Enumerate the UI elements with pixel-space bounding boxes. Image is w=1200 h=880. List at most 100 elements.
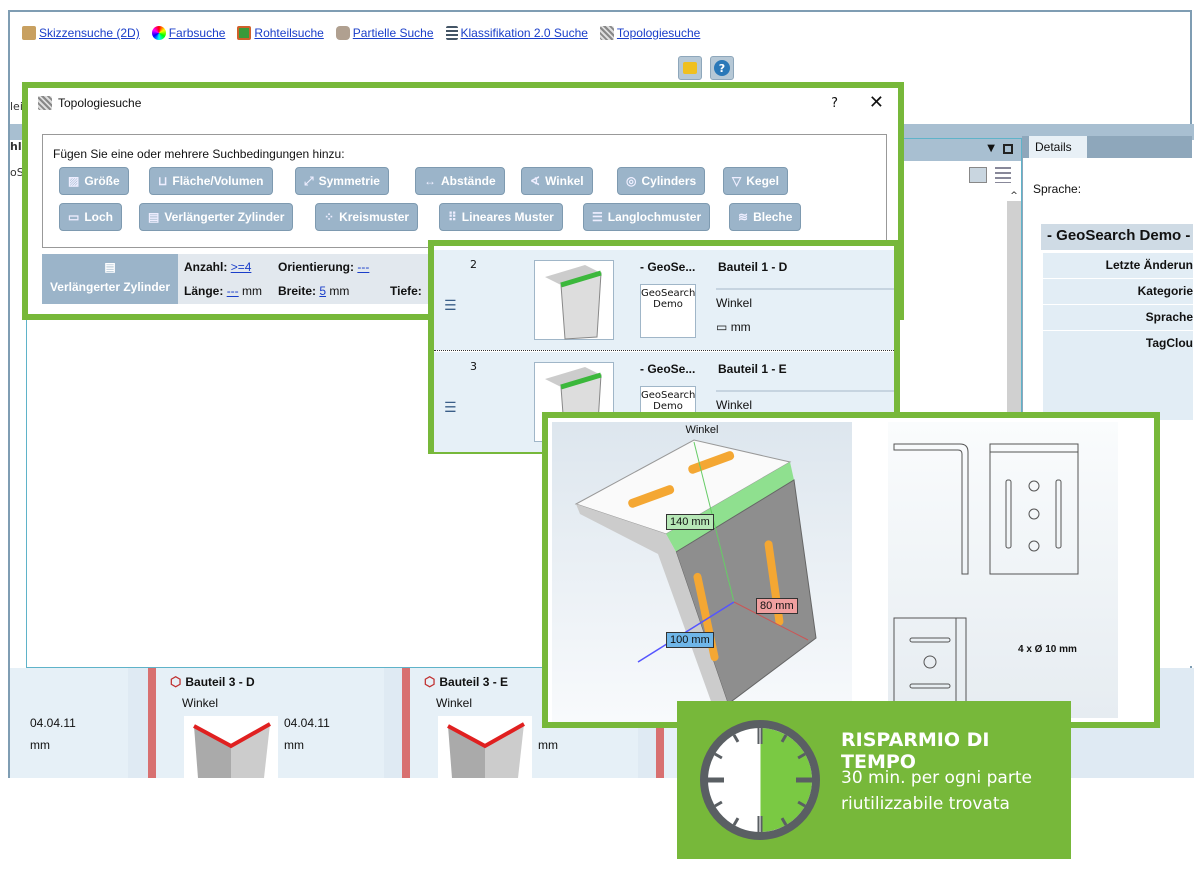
link-sketch-search[interactable]: Skizzensuche (2D) bbox=[22, 26, 140, 40]
width-field: Breite: 5 mm bbox=[278, 284, 350, 298]
result-card[interactable]: ⬡Bauteil 3 - D Winkel 04.04.11 mm bbox=[148, 668, 384, 778]
tab-details[interactable]: Details bbox=[1029, 136, 1087, 158]
btn-hole[interactable]: ▭Loch bbox=[59, 203, 123, 231]
sheet-metal-icon: ≋ bbox=[738, 210, 749, 224]
slot-pattern-icon: ☰ bbox=[592, 210, 603, 224]
drag-handle-icon[interactable]: ☰ bbox=[444, 400, 457, 416]
extended-cylinder-icon: ▤ bbox=[148, 210, 160, 224]
count-value[interactable]: >=4 bbox=[230, 260, 252, 274]
grid-view-icon[interactable] bbox=[969, 167, 987, 183]
help-button[interactable]: ? bbox=[710, 56, 734, 80]
folder-search-icon bbox=[683, 62, 697, 74]
btn-sheet-metal[interactable]: ≋Bleche bbox=[729, 203, 802, 231]
link-partial-search[interactable]: Partielle Suche bbox=[335, 26, 434, 40]
link-topology-search[interactable]: Topologiesuche bbox=[599, 26, 700, 40]
circular-pattern-icon: ⁘ bbox=[324, 210, 335, 224]
drawing-views bbox=[893, 443, 1079, 715]
link-color-search[interactable]: Farbsuche bbox=[151, 26, 225, 40]
linear-pattern-icon: ⠿ bbox=[448, 210, 457, 224]
catalog-logo: GeoSearch Demo bbox=[640, 284, 696, 338]
clock-tick bbox=[732, 817, 740, 826]
result-card[interactable]: 04.04.11 mm bbox=[10, 668, 128, 778]
clock-icon bbox=[700, 720, 820, 840]
dialog-title: Topologiesuche bbox=[58, 96, 142, 110]
length-field: Länge: --- mm bbox=[184, 284, 263, 298]
angle-icon: ∢ bbox=[530, 174, 541, 188]
link-raw-part-search[interactable]: Rohteilsuche bbox=[237, 26, 324, 40]
dimension-label-blue: 100 mm bbox=[666, 632, 714, 648]
part-thumbnail bbox=[438, 716, 532, 778]
scroll-up-icon[interactable]: ^ bbox=[1007, 191, 1021, 201]
badge-line-2: riutilizzabile trovata bbox=[841, 794, 1010, 814]
maximize-icon[interactable] bbox=[1003, 144, 1013, 154]
clock-tick bbox=[780, 734, 788, 743]
btn-cylinders[interactable]: ◎Cylinders bbox=[617, 167, 706, 195]
btn-linear-pattern[interactable]: ⠿Lineares Muster bbox=[439, 203, 563, 231]
technical-drawing: 4 x Ø 10 mm bbox=[888, 422, 1118, 718]
3d-model bbox=[574, 439, 817, 705]
badge-title: RISPARMIO DI TEMPO bbox=[841, 729, 990, 773]
depth-field: Tiefe: bbox=[390, 284, 422, 298]
topology-icon bbox=[38, 96, 52, 110]
ruler-icon: ▭ bbox=[716, 320, 728, 334]
left-strip-text: lei bbox=[10, 100, 23, 113]
list-view-icon[interactable] bbox=[995, 167, 1011, 183]
symmetry-icon: ⤢ bbox=[304, 173, 314, 188]
clock-tick bbox=[714, 800, 723, 808]
btn-circular-pattern[interactable]: ⁘Kreismuster bbox=[315, 203, 419, 231]
clock-fill bbox=[760, 728, 812, 832]
clock-tick bbox=[780, 817, 788, 826]
area-volume-icon: ⊔ bbox=[158, 174, 168, 188]
length-value[interactable]: --- bbox=[226, 284, 239, 298]
count-field: Anzahl: >=4 bbox=[184, 260, 252, 274]
part-thumbnail bbox=[534, 260, 614, 340]
drag-handle-icon[interactable]: ☰ bbox=[444, 298, 457, 314]
part-preview-callout: Winkel 140 mm 80 mm 100 mm bbox=[542, 412, 1160, 728]
dialog-help-button[interactable]: ? bbox=[831, 96, 838, 111]
btn-symmetry[interactable]: ⤢Symmetrie bbox=[295, 167, 389, 195]
size-icon: ▨ bbox=[68, 174, 80, 188]
dropdown-icon[interactable]: ▼ bbox=[987, 143, 995, 154]
link-classification-search[interactable]: Klassifikation 2.0 Suche bbox=[445, 26, 588, 40]
clock-tick bbox=[714, 752, 723, 760]
3d-viewer[interactable]: Winkel 140 mm 80 mm 100 mm bbox=[552, 422, 852, 722]
topology-icon bbox=[599, 26, 614, 40]
left-strip-text: hl bbox=[10, 140, 22, 153]
search-settings-button[interactable] bbox=[678, 56, 702, 80]
distance-icon: ↔ bbox=[424, 174, 436, 188]
clock-tick bbox=[797, 752, 806, 760]
partial-search-icon bbox=[335, 26, 350, 40]
detail-row: Sprache bbox=[1043, 304, 1193, 330]
color-wheel-icon bbox=[151, 26, 166, 40]
help-icon: ? bbox=[714, 60, 730, 76]
clock-tick bbox=[732, 734, 740, 743]
cone-icon: ▽ bbox=[732, 174, 742, 188]
badge-line-1: 30 min. per ogni parte bbox=[841, 768, 1032, 788]
clock-tick bbox=[797, 800, 806, 808]
extended-cylinder-icon: ▤ bbox=[104, 260, 116, 274]
btn-extended-cylinder[interactable]: ▤Verlängerter Zylinder bbox=[139, 203, 294, 231]
btn-size[interactable]: ▨Größe bbox=[59, 167, 129, 195]
btn-slot-pattern[interactable]: ☰Langlochmuster bbox=[583, 203, 711, 231]
classification-icon bbox=[445, 26, 458, 40]
orientation-field: Orientierung: --- bbox=[278, 260, 370, 274]
btn-distances[interactable]: ↔Abstände bbox=[415, 167, 505, 195]
condition-box: Fügen Sie eine oder mehrere Suchbedingun… bbox=[42, 134, 887, 248]
orientation-value[interactable]: --- bbox=[357, 260, 370, 274]
drawing-note: 4 x Ø 10 mm bbox=[1018, 644, 1077, 655]
part-cube-icon: ⬡ bbox=[170, 674, 182, 689]
btn-area-volume[interactable]: ⊔Fläche/Volumen bbox=[149, 167, 273, 195]
cylinder-icon: ◎ bbox=[626, 174, 637, 188]
criterion-type[interactable]: ▤Verlängerter Zylinder bbox=[42, 254, 178, 304]
width-value[interactable]: 5 bbox=[319, 284, 327, 298]
dialog-close-button[interactable]: ✕ bbox=[868, 92, 884, 113]
detail-row: Kategorie bbox=[1043, 278, 1193, 304]
viewer-caption: Winkel bbox=[685, 424, 719, 436]
btn-cone[interactable]: ▽Kegel bbox=[723, 167, 788, 195]
btn-angle[interactable]: ∢Winkel bbox=[521, 167, 593, 195]
details-header: - GeoSearch Demo - bbox=[1041, 224, 1193, 250]
search-mode-links: Skizzensuche (2D) Farbsuche Rohteilsuche… bbox=[22, 26, 700, 40]
condition-prompt: Fügen Sie eine oder mehrere Suchbedingun… bbox=[53, 147, 345, 161]
language-label: Sprache: bbox=[1033, 182, 1082, 196]
table-row[interactable]: 2 ☰ - GeoSe... GeoSearch Demo Bauteil 1 … bbox=[434, 250, 894, 350]
